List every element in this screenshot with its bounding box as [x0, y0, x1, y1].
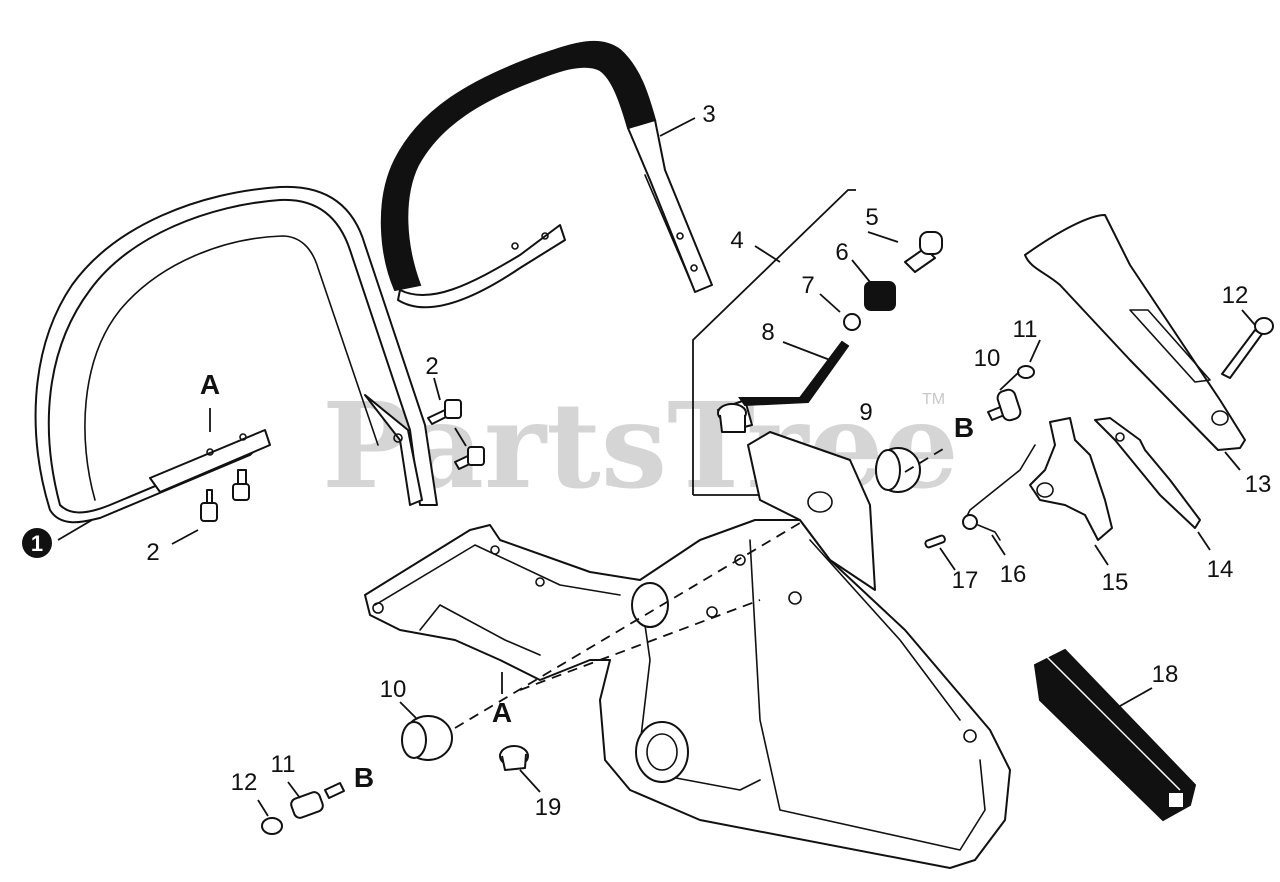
label-part-12-upper: 12 [1222, 282, 1249, 309]
reference-line-b-upper [904, 445, 949, 473]
ref-letter-a-lower: A [492, 697, 512, 728]
label-part-5: 5 [865, 204, 878, 231]
vibration-mount-group [692, 189, 943, 496]
trigger [1029, 417, 1113, 541]
label-part-17: 17 [952, 567, 979, 594]
spring-and-pin [924, 444, 1036, 549]
ref-letter-a-upper: A [200, 369, 220, 400]
label-part-11-lower: 11 [271, 751, 296, 778]
rear-handle [380, 40, 713, 309]
ref-letter-b-lower: B [354, 762, 374, 793]
label-part-7: 7 [801, 272, 814, 299]
reference-line-a-lower [519, 599, 761, 691]
label-part-11-upper: 11 [1013, 316, 1038, 343]
watermark-trademark: TM [922, 391, 945, 408]
lower-mount-hardware [261, 715, 529, 835]
grip-pad [1033, 648, 1197, 822]
label-part-10-lower: 10 [380, 676, 407, 703]
label-part-4: 4 [730, 227, 743, 254]
label-part-10-upper: 10 [974, 345, 1001, 372]
label-part-3: 3 [702, 101, 715, 128]
leader-lines [57, 117, 1256, 817]
label-part-2-left: 2 [146, 539, 159, 566]
label-part-13: 13 [1245, 471, 1272, 498]
label-part-12-lower: 12 [231, 769, 258, 796]
front-hand-guard [34, 185, 438, 524]
part-14-lever [1094, 417, 1201, 529]
part-9-mount [875, 447, 921, 493]
marker-badge-label: 1 [31, 531, 43, 556]
label-part-15: 15 [1102, 569, 1129, 596]
label-part-9: 9 [859, 399, 872, 426]
marker-badge [22, 528, 52, 558]
label-part-14: 14 [1207, 556, 1234, 583]
upper-mount-hardware [987, 317, 1274, 422]
label-part-8: 8 [761, 319, 774, 346]
ref-letter-b-upper: B [954, 412, 974, 443]
label-part-18: 18 [1152, 661, 1179, 688]
reference-letters: A A B B [200, 369, 974, 793]
label-part-16: 16 [1000, 561, 1027, 588]
label-part-19: 19 [535, 794, 562, 821]
handle-chassis [364, 431, 1011, 869]
label-part-6: 6 [835, 239, 848, 266]
top-cover [1024, 214, 1246, 451]
part-labels: 2 2 3 4 5 6 7 8 9 10 11 12 13 14 15 16 1… [146, 101, 1271, 821]
screws-2 [200, 399, 485, 522]
label-part-2-right: 2 [425, 353, 438, 380]
